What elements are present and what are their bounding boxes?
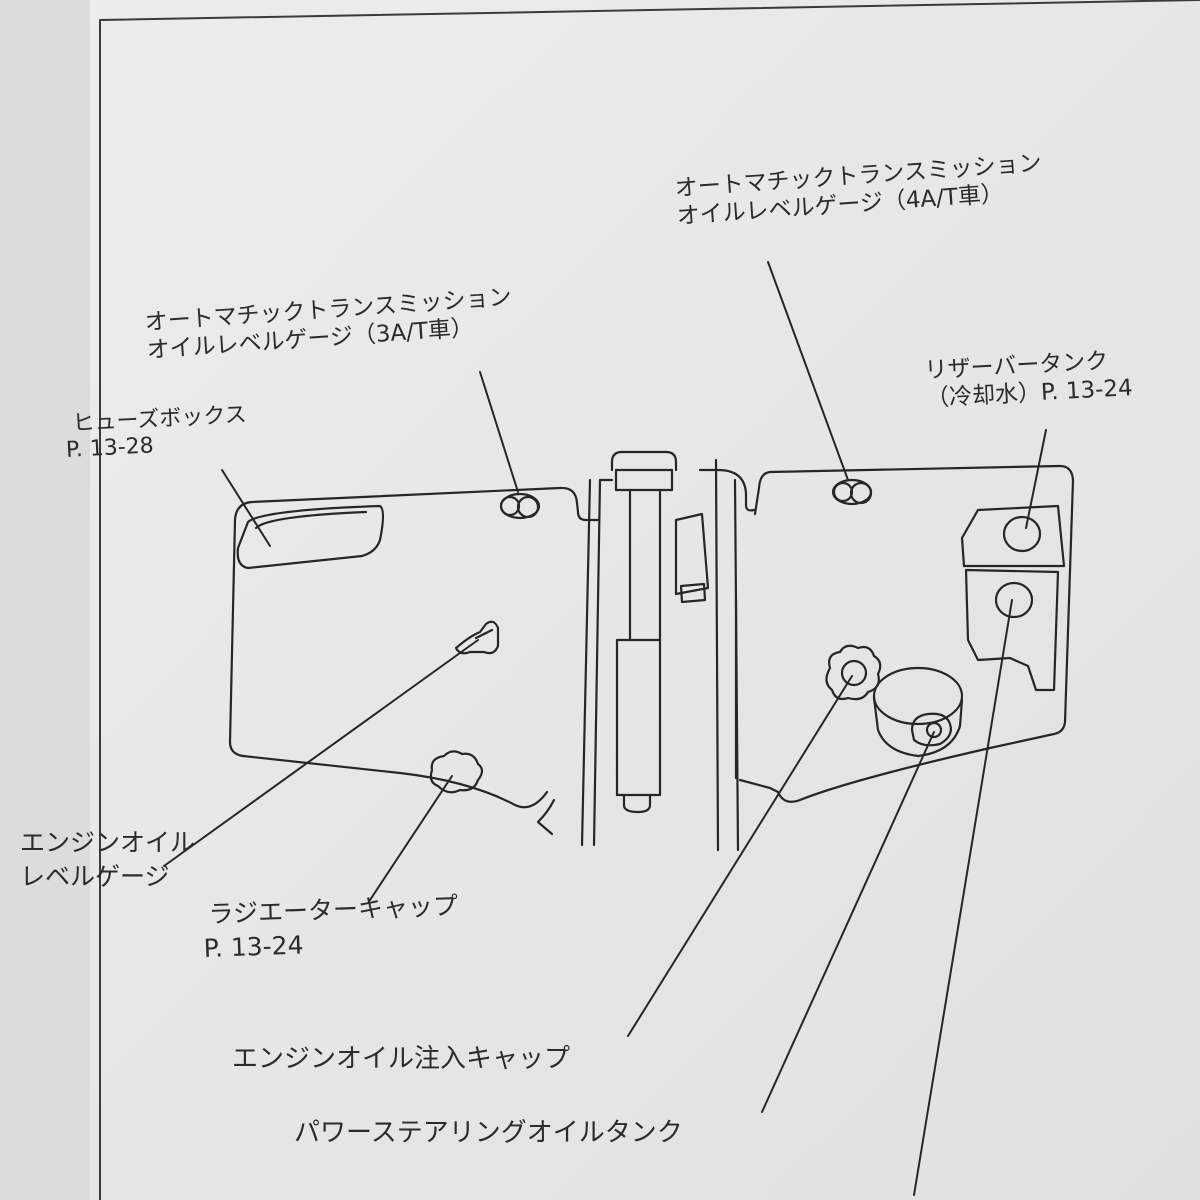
left-fender-hook <box>536 798 556 836</box>
callout-engine-oil-gauge: エンジンオイル レベルゲージ <box>20 826 195 894</box>
at-gauge-3at-shape <box>499 492 541 520</box>
leader-radiator-cap <box>369 775 453 901</box>
callout-engine-oil-gauge-line2: レベルゲージ <box>20 861 170 891</box>
fuse-box-shape <box>236 504 385 570</box>
center-bracket <box>674 512 710 604</box>
callout-radiator-cap: ラジエーターキャップ P. 13-24 <box>202 889 460 965</box>
leader-ps-tank <box>761 731 935 1113</box>
callout-engine-oil-gauge-line1: エンジンオイル <box>20 828 196 857</box>
engine-oil-gauge-handle <box>454 620 500 655</box>
leader-reserve-lower <box>913 599 1013 1196</box>
ps-tank-shape <box>872 666 964 758</box>
right-engine-compartment <box>734 464 1075 803</box>
reserve-tank-outline <box>960 504 1066 692</box>
callout-oil-filler-cap-line1: エンジンオイル注入キャップ <box>232 1044 571 1074</box>
left-engine-compartment <box>228 486 600 809</box>
oil-filler-cap-shape <box>825 644 882 701</box>
reserve-tank-cap-lower <box>994 581 1034 619</box>
leader-engine-oil-gauge <box>163 639 479 867</box>
leader-oil-filler-cap <box>627 675 853 1037</box>
leader-lines <box>163 261 1047 1196</box>
callout-oil-filler-cap: エンジンオイル注入キャップ <box>232 1044 570 1075</box>
leader-fuse-box <box>221 469 271 547</box>
underlying-page-edge <box>0 0 90 1200</box>
callout-ps-oil-tank: パワーステアリングオイルタンク <box>294 1118 683 1149</box>
radiator-cap-shape <box>429 750 484 794</box>
leader-at3 <box>479 371 519 493</box>
callout-fuse-box: ヒューズボックス P. 13-28 <box>64 402 249 464</box>
hood-gas-strut <box>610 450 678 814</box>
leader-reserve-tank <box>1025 429 1047 529</box>
reserve-tank-cap-upper <box>1002 515 1042 553</box>
leader-at4 <box>767 261 849 481</box>
at-gauge-4at-shape <box>831 478 873 506</box>
callout-reserve-tank: リザーバータンク （冷却水）P. 13-24 <box>924 347 1133 413</box>
center-rails <box>580 458 756 852</box>
page-frame-line <box>99 0 1200 1200</box>
callout-ps-oil-tank-line1: パワーステアリングオイルタンク <box>294 1118 683 1148</box>
